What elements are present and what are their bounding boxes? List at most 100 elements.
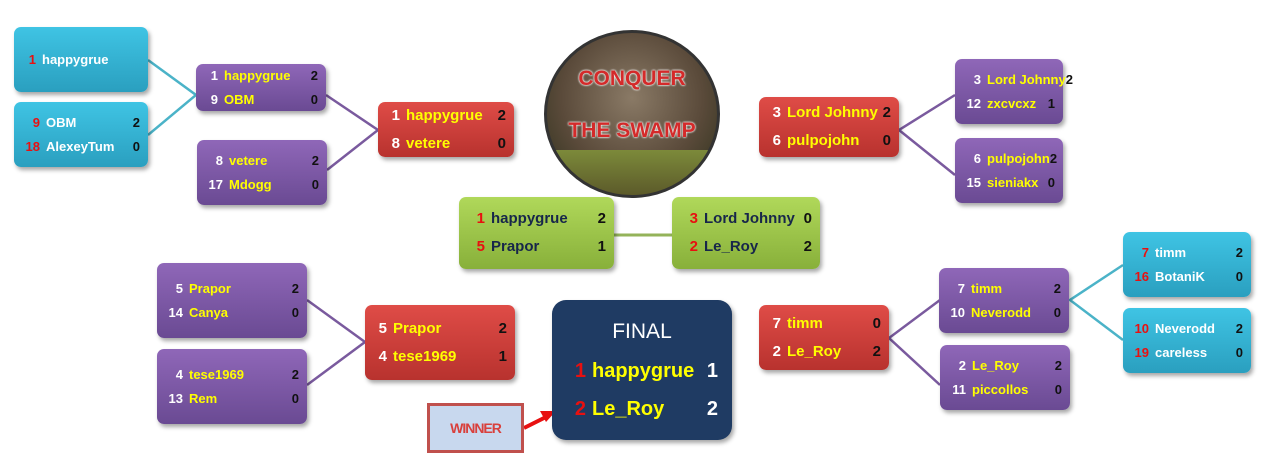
seed: 4: [175, 366, 183, 382]
match-r1: 1 happygrue 2 8 vetere 0: [378, 102, 514, 157]
player-name: OBM: [46, 114, 77, 130]
score: 0: [803, 210, 812, 227]
player-row: 3 Lord Johnny 0: [680, 205, 812, 233]
player-row: 1 happygrue 1: [566, 352, 718, 390]
score: 2: [1235, 320, 1243, 336]
score: 2: [1235, 244, 1243, 260]
score: 0: [497, 134, 506, 152]
logo-line2: THE SWAMP: [568, 119, 696, 142]
player-name: piccollos: [972, 381, 1029, 397]
player-row: 10 Neverodd 2: [1131, 317, 1243, 341]
player-row: 19 careless 0: [1131, 341, 1243, 365]
player-name: Lord Johnny: [987, 71, 1066, 87]
seed: 15: [966, 174, 981, 190]
score: 2: [1049, 150, 1058, 166]
score: 2: [1054, 357, 1062, 373]
connector: [896, 93, 956, 176]
match-p7: 7 timm 2 10 Neverodd 0: [939, 268, 1069, 333]
player-name: Mdogg: [229, 176, 272, 192]
score: 2: [132, 114, 140, 130]
player-name: happygrue: [406, 106, 483, 124]
player-name: happygrue: [42, 51, 109, 67]
player-name: pulpojohn: [987, 150, 1050, 166]
seed: 5: [476, 238, 485, 255]
match-c1: 1 happygrue: [14, 27, 148, 92]
score: 2: [291, 366, 299, 382]
player-name: Lord Johnny: [704, 210, 795, 227]
player-row: 3 Lord Johnny 2: [767, 99, 891, 127]
seed: 3: [689, 210, 698, 227]
match-r4: 7 timm 0 2 Le_Roy 2: [759, 305, 889, 370]
match-p1: 1 happygrue 2 9 OBM 0: [196, 64, 326, 111]
score: 0: [1054, 381, 1062, 397]
player-row: 4 tese1969 1: [373, 343, 507, 371]
score: 0: [872, 314, 881, 332]
score: 2: [872, 342, 881, 360]
seed: 7: [1141, 244, 1149, 260]
player-row: 7 timm 2: [947, 277, 1061, 301]
match-p3: 3 Lord Johnny 2 12 zxcvcxz 1: [955, 59, 1073, 124]
score: 0: [291, 390, 299, 406]
match-c4: 10 Neverodd 2 19 careless 0: [1123, 308, 1251, 373]
score: 2: [803, 238, 812, 255]
score: 1: [1047, 95, 1055, 111]
score: 0: [1235, 344, 1243, 360]
score: 2: [498, 319, 507, 337]
score: 0: [291, 304, 299, 320]
score: 2: [706, 398, 718, 420]
seed: 6: [772, 132, 781, 149]
player-row: 2 Le_Roy 2: [566, 390, 718, 428]
player-name: AlexeyTum: [46, 138, 115, 154]
score: 0: [311, 176, 319, 192]
seed: 1: [391, 106, 400, 124]
seed: 18: [25, 138, 40, 154]
match-r2: 3 Lord Johnny 2 6 pulpojohn 0: [759, 97, 899, 157]
score: 2: [1065, 71, 1073, 87]
player-name: Le_Roy: [592, 398, 665, 420]
score: 2: [597, 210, 606, 227]
score: 1: [597, 238, 606, 255]
player-row: 1 happygrue: [22, 48, 140, 72]
player-row: 18 AlexeyTum 0: [22, 135, 140, 159]
player-name: Neverodd: [971, 304, 1031, 320]
seed: 4: [378, 347, 387, 365]
seed: 1: [210, 67, 218, 83]
match-p4: 6 pulpojohn 2 15 sieniakx 0: [955, 138, 1063, 203]
player-name: timm: [787, 314, 823, 332]
final-match: FINAL 1 happygrue 1 2 Le_Roy 2: [552, 300, 732, 440]
match-p5: 5 Prapor 2 14 Canya 0: [157, 263, 307, 338]
player-name: OBM: [224, 91, 255, 107]
player-name: careless: [1155, 344, 1208, 360]
player-name: zxcvcxz: [987, 95, 1037, 111]
player-row: 5 Prapor 2: [373, 315, 507, 343]
player-row: 5 Prapor 2: [165, 277, 299, 301]
seed: 11: [952, 381, 966, 397]
player-name: happygrue: [592, 360, 695, 382]
seed: 13: [168, 390, 183, 406]
score: 1: [706, 360, 718, 382]
connector: [306, 298, 368, 387]
score: 2: [882, 104, 891, 121]
player-name: tese1969: [189, 366, 244, 382]
player-name: Le_Roy: [972, 357, 1019, 373]
seed: 3: [772, 104, 781, 121]
player-name: Prapor: [393, 319, 442, 337]
seed: 16: [1134, 268, 1149, 284]
player-row: 1 happygrue 2: [467, 205, 606, 233]
seed: 9: [210, 91, 218, 107]
seed: 3: [973, 71, 981, 87]
score: 0: [1047, 174, 1055, 190]
player-name: Le_Roy: [704, 238, 759, 255]
player-row: 6 pulpojohn 0: [767, 127, 891, 155]
player-row: 2 Le_Roy 2: [767, 338, 881, 366]
player-row: 6 pulpojohn 2: [963, 147, 1058, 171]
player-name: Rem: [189, 390, 218, 406]
score: 0: [882, 132, 891, 149]
player-name: happygrue: [491, 210, 568, 227]
score: 2: [291, 280, 299, 296]
player-name: Prapor: [491, 238, 540, 255]
player-name: Canya: [189, 304, 229, 320]
seed: 5: [378, 319, 387, 337]
score: 2: [310, 67, 318, 83]
